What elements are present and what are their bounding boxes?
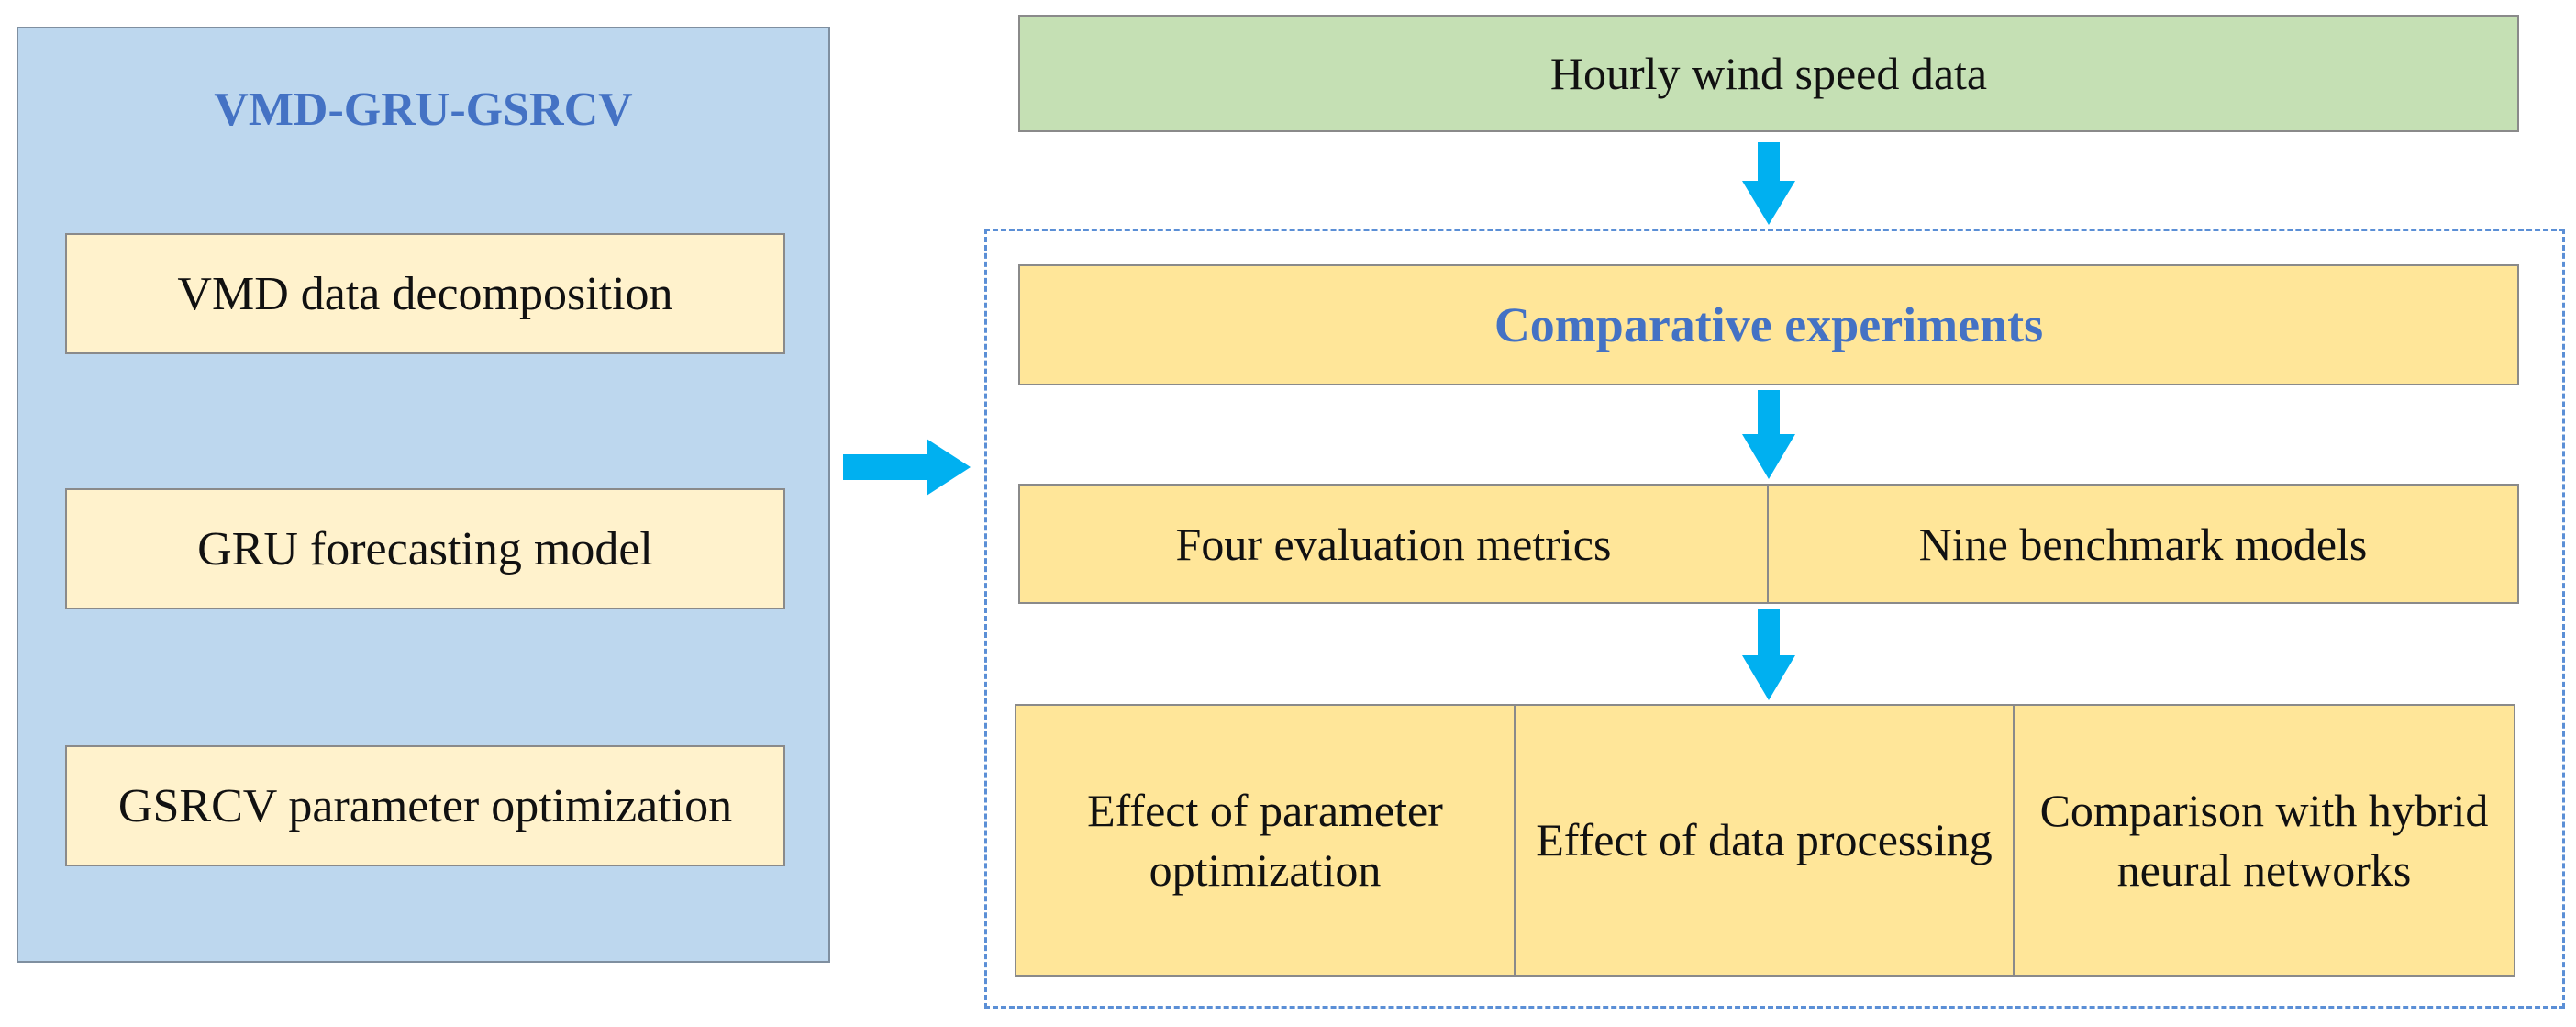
evaluation-metrics-box: Four evaluation metrics <box>1018 484 1769 604</box>
down-arrow-icon <box>1742 390 1795 479</box>
gsrcv-optimization-box: GSRCV parameter optimization <box>65 745 785 866</box>
down-arrow-icon <box>1742 142 1795 225</box>
hybrid-comparison-box: Comparison with hybrid neural networks <box>2013 704 2515 977</box>
comparative-experiments-box: Comparative experiments <box>1018 264 2519 385</box>
benchmark-models-box: Nine benchmark models <box>1767 484 2519 604</box>
experiments-frame <box>984 229 2565 1009</box>
parameter-optimization-effect-box: Effect of parameter optimization <box>1015 704 1516 977</box>
right-arrow-icon <box>843 439 971 496</box>
down-arrow-icon <box>1742 609 1795 700</box>
model-title: VMD-GRU-GSRCV <box>214 84 633 136</box>
gru-model-box: GRU forecasting model <box>65 488 785 609</box>
wind-speed-data-box: Hourly wind speed data <box>1018 15 2519 132</box>
vmd-decomposition-box: VMD data decomposition <box>65 233 785 354</box>
data-processing-effect-box: Effect of data processing <box>1514 704 2015 977</box>
